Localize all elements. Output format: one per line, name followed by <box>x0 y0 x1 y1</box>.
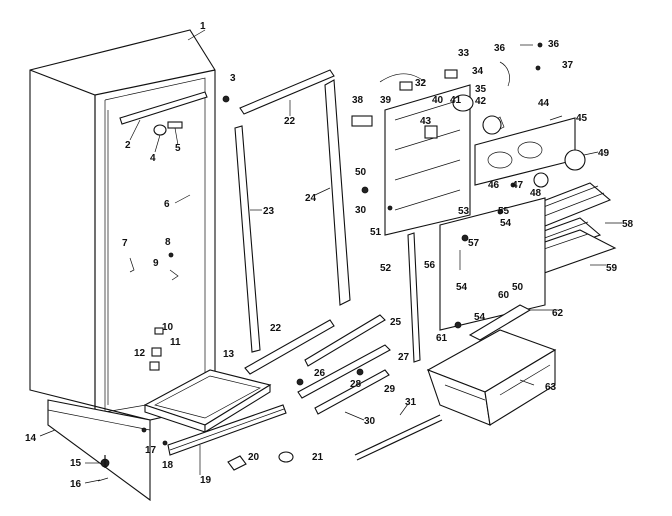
callout-20: 20 <box>248 452 260 463</box>
clips <box>227 451 294 471</box>
callout-28: 28 <box>350 379 362 390</box>
callout-10: 10 <box>162 322 174 333</box>
callout-8: 8 <box>165 237 171 248</box>
evaporator-panel <box>351 84 471 236</box>
callout-50-right: 50 <box>512 282 524 293</box>
callout-22-bottom: 22 <box>270 323 282 334</box>
callout-38: 38 <box>352 95 364 106</box>
drip-pan <box>143 369 272 433</box>
callout-7: 7 <box>122 238 128 249</box>
inside-parts <box>129 252 179 371</box>
callout-54-mid: 54 <box>456 282 468 293</box>
callout-2: 2 <box>125 140 131 151</box>
callout-labels: 1 2 3 4 5 6 7 8 9 10 11 12 13 14 15 16 1… <box>25 21 634 490</box>
leveler <box>97 427 168 482</box>
callout-34: 34 <box>472 66 484 77</box>
callout-18: 18 <box>162 460 174 471</box>
callout-63: 63 <box>545 382 557 393</box>
callout-4: 4 <box>150 153 156 164</box>
callout-61: 61 <box>436 333 448 344</box>
callout-47: 47 <box>512 180 524 191</box>
callout-32: 32 <box>415 78 427 89</box>
callout-16: 16 <box>70 479 82 490</box>
callout-42: 42 <box>475 96 487 107</box>
callout-30-side: 30 <box>355 205 367 216</box>
callout-5: 5 <box>175 143 181 154</box>
callout-1: 1 <box>200 21 206 32</box>
crisper <box>426 304 557 426</box>
callout-3: 3 <box>230 73 236 84</box>
tubes <box>296 314 443 461</box>
front-trim <box>167 404 287 456</box>
callout-11: 11 <box>170 337 181 348</box>
base-grille <box>47 399 151 502</box>
callout-60: 60 <box>498 290 510 301</box>
callout-35: 35 <box>475 84 487 95</box>
callout-27: 27 <box>398 352 410 363</box>
callout-25: 25 <box>390 317 402 328</box>
callout-24: 24 <box>305 193 317 204</box>
leader-lines <box>39 29 622 484</box>
callout-62: 62 <box>552 308 564 319</box>
callout-54-bottom: 54 <box>474 312 486 323</box>
callout-40: 40 <box>432 95 444 106</box>
callout-30-bottom: 30 <box>364 416 376 427</box>
callout-39: 39 <box>380 95 392 106</box>
callout-31: 31 <box>405 397 417 408</box>
callout-9: 9 <box>153 258 159 269</box>
callout-55: 55 <box>498 206 510 217</box>
callout-19: 19 <box>200 475 212 486</box>
control-housing <box>474 117 586 188</box>
callout-37: 37 <box>562 60 574 71</box>
callout-43: 43 <box>420 116 432 127</box>
fan-assembly <box>379 42 543 139</box>
seal-strips <box>234 69 351 375</box>
callout-14: 14 <box>25 433 37 444</box>
callout-52: 52 <box>380 263 392 274</box>
callout-44: 44 <box>538 98 550 109</box>
callout-6: 6 <box>164 199 170 210</box>
callout-59: 59 <box>606 263 618 274</box>
callout-45: 45 <box>576 113 588 124</box>
callout-57: 57 <box>468 238 480 249</box>
callout-49: 49 <box>598 148 610 159</box>
callout-56: 56 <box>424 260 436 271</box>
callout-50-left: 50 <box>355 167 367 178</box>
screw-3-icon <box>222 95 230 103</box>
liner-panel <box>439 197 546 331</box>
callout-53: 53 <box>458 206 470 217</box>
callout-48: 48 <box>530 188 542 199</box>
cabinet <box>29 29 216 421</box>
callout-41: 41 <box>450 95 462 106</box>
callout-15: 15 <box>70 458 82 469</box>
callout-22-top: 22 <box>284 116 296 127</box>
callout-36-right: 36 <box>548 39 560 50</box>
callout-51: 51 <box>370 227 382 238</box>
top-rail <box>119 91 208 125</box>
callout-36-left: 36 <box>494 43 506 54</box>
vertical-rod <box>407 232 421 363</box>
callout-58: 58 <box>622 219 634 230</box>
callout-26: 26 <box>314 368 326 379</box>
callout-33: 33 <box>458 48 470 59</box>
callout-21: 21 <box>312 452 324 463</box>
callout-54-top: 54 <box>500 218 512 229</box>
callout-13: 13 <box>223 349 235 360</box>
callout-46: 46 <box>488 180 500 191</box>
callout-29: 29 <box>384 384 396 395</box>
callout-23: 23 <box>263 206 275 217</box>
callout-17: 17 <box>145 445 157 456</box>
callout-12: 12 <box>134 348 146 359</box>
